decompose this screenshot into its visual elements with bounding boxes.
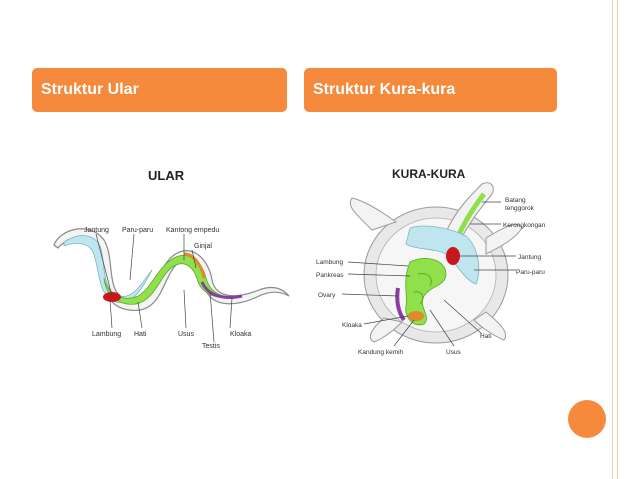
snake-heart <box>103 292 121 302</box>
right-frame-border <box>612 0 618 479</box>
turtle-label-usus: Usus <box>446 349 462 356</box>
turtle-diagram: KURA-KURA <box>306 150 564 370</box>
snake-label-lambung: Lambung <box>92 331 121 338</box>
turtle-label-tenggorok: tenggorok <box>505 205 535 212</box>
turtle-label-kerongkongan: Kerongkongan <box>503 222 546 229</box>
turtle-intestine <box>405 258 447 326</box>
orange-circle-decoration <box>568 400 606 438</box>
turtle-back-left-limb <box>369 317 403 343</box>
snake-label-kantong: Kantong empedu <box>166 227 219 234</box>
turtle-label-lambung: Lambung <box>316 259 343 266</box>
header-struktur-kura-kura: Struktur Kura-kura <box>304 68 557 112</box>
turtle-intestine-coils <box>413 273 432 305</box>
snake-label-ginjal: Ginjal <box>194 243 212 250</box>
turtle-heart <box>446 247 460 265</box>
turtle-label-kloaka: Kloaka <box>342 322 362 329</box>
turtle-label-pankreas: Pankreas <box>316 272 344 279</box>
snake-svg: ULAR Jantung Paru-paru Kantong empedu Gi… <box>53 168 290 350</box>
turtle-svg: KURA-KURA <box>316 167 546 356</box>
snake-title: ULAR <box>148 168 185 183</box>
turtle-label-paru: Paru-paru <box>516 269 545 276</box>
turtle-title: KURA-KURA <box>392 167 466 181</box>
header-left-label: Struktur Ular <box>41 81 139 98</box>
header-right-label: Struktur Kura-kura <box>313 81 456 98</box>
turtle-label-batang: Batang <box>505 197 526 204</box>
snake-label-hati: Hati <box>134 331 147 338</box>
turtle-label-hati: Hati <box>480 333 492 340</box>
snake-label-jantung: Jantung <box>84 227 109 234</box>
turtle-front-right-limb <box>485 223 523 255</box>
snake-diagram: ULAR Jantung Paru-paru Kantong empedu Gi… <box>34 150 296 360</box>
turtle-bladder <box>408 311 424 321</box>
turtle-label-jantung: Jantung <box>518 254 542 261</box>
snake-label-lines <box>95 233 233 343</box>
turtle-lungs <box>405 225 480 285</box>
snake-label-usus: Usus <box>178 331 194 338</box>
snake-label-testis: Testis <box>202 343 220 350</box>
turtle-front-left-limb <box>349 197 398 231</box>
turtle-label-ovary: Ovary <box>318 292 336 299</box>
turtle-label-kandung: Kandung kemih <box>358 349 404 356</box>
snake-label-paru: Paru-paru <box>122 227 153 234</box>
turtle-back-right-limb <box>473 311 506 341</box>
snake-testis <box>200 281 243 299</box>
turtle-label-lines <box>341 201 516 347</box>
header-struktur-ular: Struktur Ular <box>32 68 287 112</box>
snake-kidney <box>183 252 206 279</box>
turtle-ovary <box>395 287 406 322</box>
snake-label-kloaka: Kloaka <box>230 331 252 338</box>
